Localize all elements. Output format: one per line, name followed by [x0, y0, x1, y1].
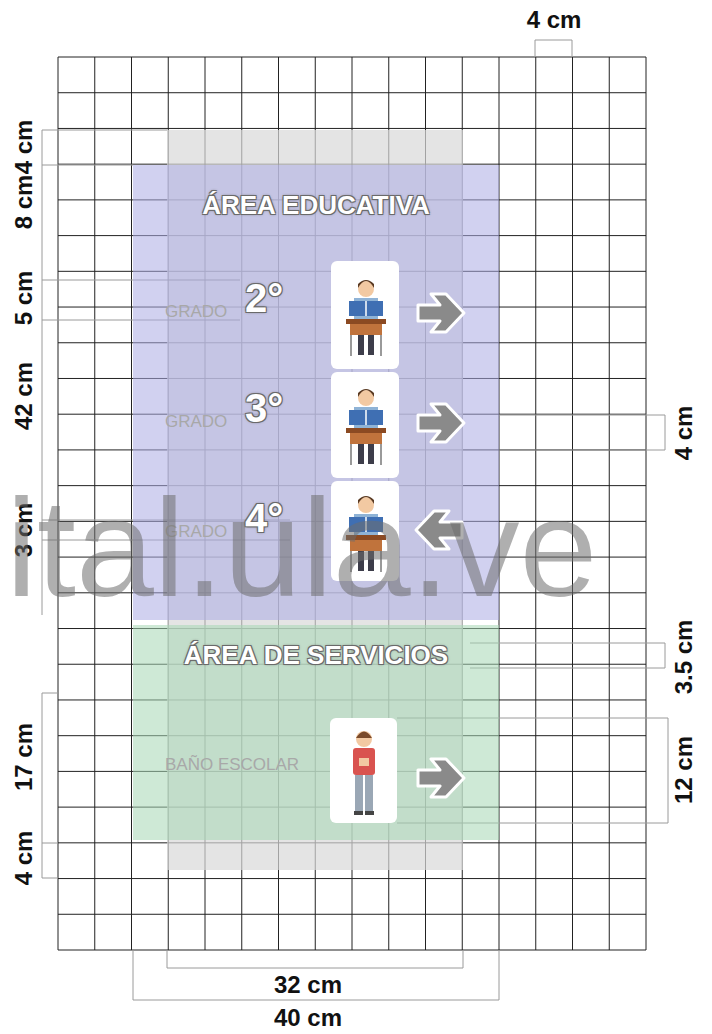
- dimension-label: 32 cm: [274, 973, 342, 997]
- dimension-label: 4 cm: [672, 406, 696, 461]
- person-icon: [353, 731, 375, 815]
- area-heading: ÁREA EDUCATIVA: [133, 191, 499, 220]
- direction-arrow: [418, 404, 464, 442]
- dimension-label: 42 cm: [12, 362, 36, 430]
- dimension-label: 17 cm: [12, 723, 36, 791]
- dimension-label: 12 cm: [672, 736, 696, 804]
- grid-line: [58, 878, 646, 879]
- icon-card: [331, 261, 399, 369]
- student-icon: [346, 280, 386, 356]
- dimension-label: 8 cm: [12, 175, 36, 230]
- room-name: BAÑO ESCOLAR: [165, 756, 299, 775]
- area-heading: ÁREA DE SERVICIOS: [133, 641, 499, 670]
- dimension-bracket: [133, 950, 499, 1000]
- icon-card: [331, 372, 399, 478]
- direction-arrow: [418, 294, 464, 332]
- grid-line: [58, 128, 646, 129]
- grade-number: 3°: [245, 386, 283, 430]
- grid-line: [58, 842, 646, 843]
- dimension-bracket: [42, 693, 58, 878]
- grid-line: [58, 57, 646, 58]
- dimension-label: 40 cm: [274, 1006, 342, 1030]
- dimension-bracket: [167, 950, 463, 968]
- dimension-label: 5 cm: [12, 271, 36, 326]
- grid-line: [609, 57, 610, 950]
- services-area-panel: ÁREA DE SERVICIOS BAÑO ESCOLAR: [133, 625, 499, 840]
- grid-line: [58, 950, 646, 951]
- dimension-label: 4 cm: [12, 831, 36, 886]
- dimension-bracket: [499, 415, 665, 450]
- grid-line: [58, 92, 646, 93]
- icon-card: [330, 718, 397, 823]
- grade-word: GRADO: [165, 413, 227, 432]
- dimension-label: 4 cm: [527, 8, 582, 32]
- direction-arrow: [418, 759, 464, 797]
- student-icon: [346, 389, 386, 465]
- dimension-label: 3.5 cm: [672, 620, 696, 695]
- grid-line: [646, 57, 647, 950]
- dimension-label: 4 cm: [12, 120, 36, 175]
- grade-word: GRADO: [165, 303, 227, 322]
- grid-line: [58, 914, 646, 915]
- watermark: ital.ula.ve: [6, 478, 597, 618]
- dimension-bracket: [470, 643, 665, 668]
- dimension-bracket: [535, 40, 572, 57]
- grade-number: 2°: [245, 276, 283, 320]
